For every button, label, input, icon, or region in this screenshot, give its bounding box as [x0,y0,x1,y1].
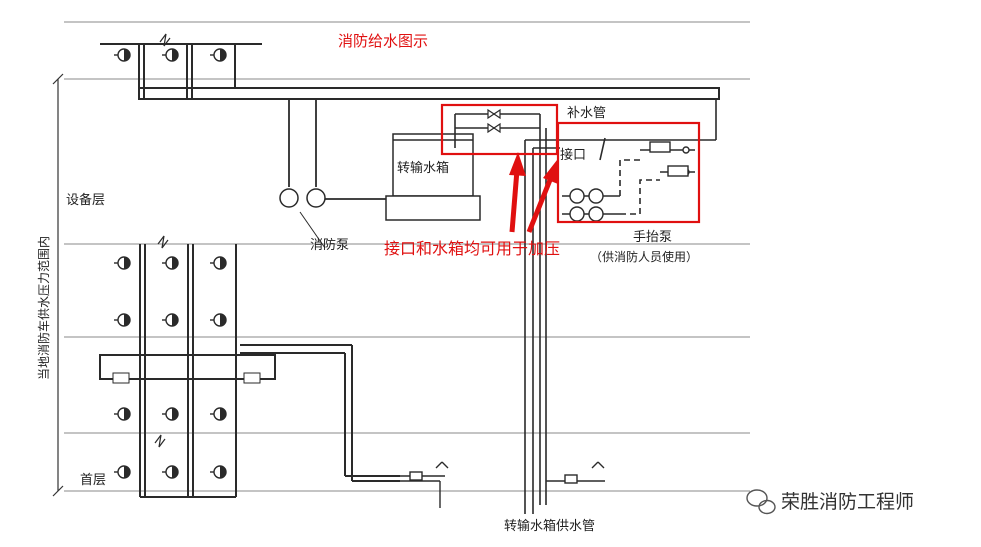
hydrant-icon [210,256,227,270]
hydrant-icon [210,313,227,327]
pump-leader [299,211,326,249]
hydrant-symbols [114,48,227,479]
hydrant-icon [162,313,179,327]
hydrant-icon [114,313,131,327]
hand-pump-icons [569,141,690,222]
pump-pipes [288,99,388,200]
tank-supply-pipe-label: 转输水箱供水管 [504,518,595,534]
fire-pumps [279,188,326,208]
fire-pump-label: 消防泵 [310,237,349,253]
pipe-breaks [154,33,171,448]
makeup-pipe-label: 补水管 [567,106,606,121]
hydrant-icon [210,465,227,479]
hand-pump-note: （供消防人员使用） [590,249,698,264]
hydrant-icon [162,407,179,421]
risers-valves [112,372,261,384]
hydrant-icon [114,407,131,421]
floor-lines [64,21,750,492]
transfer-tank-label: 转输水箱 [397,160,449,176]
ground-adapters [400,461,605,508]
makeup-valves [487,108,501,134]
transfer-tank [385,133,481,221]
hydrant-icon [162,48,179,62]
hydrant-icon [162,465,179,479]
watermark-text: 荣胜消防工程师 [781,491,914,513]
hydrant-icon [114,48,131,62]
hydrant-icon [162,256,179,270]
interface-label: 接口 [560,147,586,163]
dimension-line [52,73,64,497]
hand-pump-label: 手抬泵 [633,230,672,245]
hydrant-icon [210,407,227,421]
ground-floor-label: 首层 [80,473,106,488]
annotation-arrows [509,152,558,233]
diagram-title: 消防给水图示 [338,32,428,50]
pressure-range-label: 当地消防车供水压力范围内 [36,236,51,380]
lower-risers [99,244,400,498]
equipment-floor-label: 设备层 [66,192,105,208]
makeup-pipe [454,88,720,514]
top-risers [100,43,720,100]
hydrant-icon [114,256,131,270]
highlight-boxes [440,103,701,224]
wechat-icon [746,489,776,515]
hydrant-icon [114,465,131,479]
watermark: 荣胜消防工程师 [746,489,914,515]
hydrant-icon [210,48,227,62]
pressurize-annotation: 接口和水箱均可用于加压 [384,239,560,258]
